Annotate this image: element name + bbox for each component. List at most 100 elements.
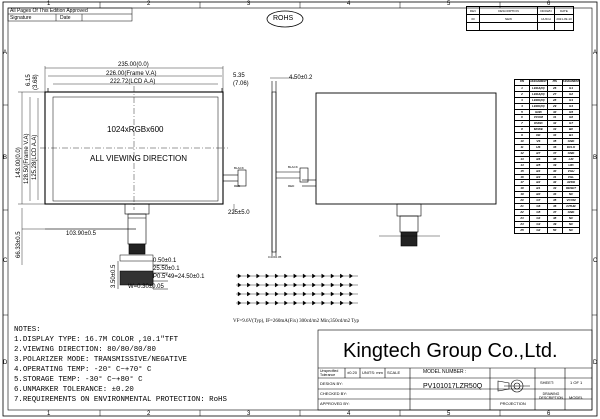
grid-row-b-right: B [593,155,598,161]
backlight-note: VF=9.6V(Typ), IF=260mA(Fix) 300cd/m2 Min… [233,319,359,324]
company-name: Kingtech Group Co.,Ltd. [343,340,558,362]
led-symbol [349,300,353,306]
dim-cable: 225±5.0 [228,210,250,216]
fpc-dim-e: 3.50±0.5 [111,264,117,288]
side-black-label: BLACK [288,165,298,169]
dim-fpc-x: 103.90±0.5 [66,231,96,237]
led-symbol [256,300,260,306]
side-bottom-label: 0.00±0.05 [268,255,282,259]
pin-table-header: ASSIGNMENT [529,79,548,86]
dim-left-top2: (3.68) [33,74,39,90]
led-symbol [330,273,335,279]
led-symbol [275,291,279,297]
grid-col-2-bottom: 2 [147,411,151,417]
led-symbol [302,282,307,288]
front-black-label: BLACK [234,166,244,170]
led-symbol [312,282,316,288]
side-red-label: RED [288,184,295,188]
led-symbol [321,282,326,288]
note-item: 1.DISPLAY TYPE: 16.7M COLOR ,10.1"TFT [14,336,179,344]
led-symbol [265,273,270,279]
dim-height-lcd: 125.28(LCD A.A) [32,134,38,180]
led-symbol [237,273,242,279]
sheet-value: 1 OF 1 [570,380,583,385]
led-symbol [293,273,298,279]
units-label: UNITS: mm [362,370,383,375]
led-symbol [237,291,242,297]
approved-by-label: APPROVED BY: [320,401,350,406]
note-item: 3.POLARIZER MODE: TRANSMISSIVE/NEGATIVE [14,356,187,364]
grid-col-6-bottom: 6 [547,411,551,417]
led-symbol [247,300,251,306]
rev-cell-date: 2021-09-13 [554,14,574,23]
dim-lcd-width: 222.72(LCD A.A) [110,79,156,85]
led-symbol [312,273,316,279]
grid-row-c-right: C [593,258,598,264]
fpc-dim-c: P0.5*49=24.50±0.1 [153,274,205,280]
dim-height-outline: 143.00(0.0) [16,147,22,178]
led-symbol [293,282,298,288]
note-item: 4.OPERATING TEMP: -20° C~+70° C [14,366,152,374]
viewing-direction-label: ALL VIEWING DIRECTION [90,154,188,163]
grid-col-1: 1 [47,1,51,7]
led-symbol [284,291,288,297]
led-symbol [330,291,335,297]
led-symbol [302,300,307,306]
dim-left-top: 6.15 [26,74,32,86]
led-symbol [247,282,251,288]
fpc-dim-b: 25.50±0.1 [153,266,180,272]
fpc-dim-a: 0.50±0.1 [153,258,177,264]
rev-header-rev: REV [466,6,480,15]
grid-col-3: 3 [247,1,251,7]
front-red-label: RED [234,184,241,188]
led-symbol [247,273,251,279]
unspecified-tolerance-label: Unspecified Tolerance [320,369,339,377]
model-number-label: MODEL NUMBER : [423,369,467,375]
dim-outline-width: 235.00(0.0) [118,62,149,68]
drawing-description-label: DRAWING DESCRIPTION [539,392,563,400]
rev-header-date: DATE [554,6,574,15]
led-symbol [275,282,279,288]
fpc-dim-d: W=0.30±0.05 [128,284,164,290]
rev-cell-description: NEW [479,14,538,23]
checked-by-label: CHECKED BY: [320,391,347,396]
pin-table-cell: G2 [529,226,548,234]
date-label: Date [60,14,71,21]
led-symbol [302,273,307,279]
resolution-label: 1024xRGBx600 [107,125,164,134]
rev-header-description: DESCRIPTION [479,6,538,15]
led-symbol [312,291,316,297]
led-symbol [349,282,353,288]
led-symbol [237,282,242,288]
dim-fpc-offset: 66.33±0.5 [16,231,22,258]
pin-table-cell: NC [561,226,581,234]
grid-col-4-bottom: 4 [347,411,351,417]
led-symbol [293,300,298,306]
revision-table: REV DESCRIPTION DRAWN DATE 00 NEW HUICH … [466,6,574,31]
led-symbol [284,300,288,306]
grid-row-a-right: A [593,50,598,56]
rev-cell-rev: 00 [466,14,480,23]
led-symbol [340,291,344,297]
grid-col-5: 5 [447,1,451,7]
led-symbol [265,291,270,297]
led-symbol [265,300,270,306]
grid-col-1-bottom: 1 [47,411,51,417]
dim-height-frame: 128.50(Frame V.A) [24,133,30,184]
notes-title: NOTES: [14,326,41,334]
dim-frame-width: 226.00(Frame V.A) [106,71,157,77]
note-item: 7.REQUIREMENTS ON ENVIRONMENTAL PROTECTI… [14,396,227,404]
led-symbol [321,300,326,306]
rohs-label: ROHS [273,15,294,22]
grid-col-4: 4 [347,1,351,7]
led-symbol [293,291,298,297]
led-symbol [340,282,344,288]
rev-cell-drawn: HUICH [537,14,555,23]
signature-label: Signature [10,14,32,21]
grid-col-2: 2 [147,1,151,7]
